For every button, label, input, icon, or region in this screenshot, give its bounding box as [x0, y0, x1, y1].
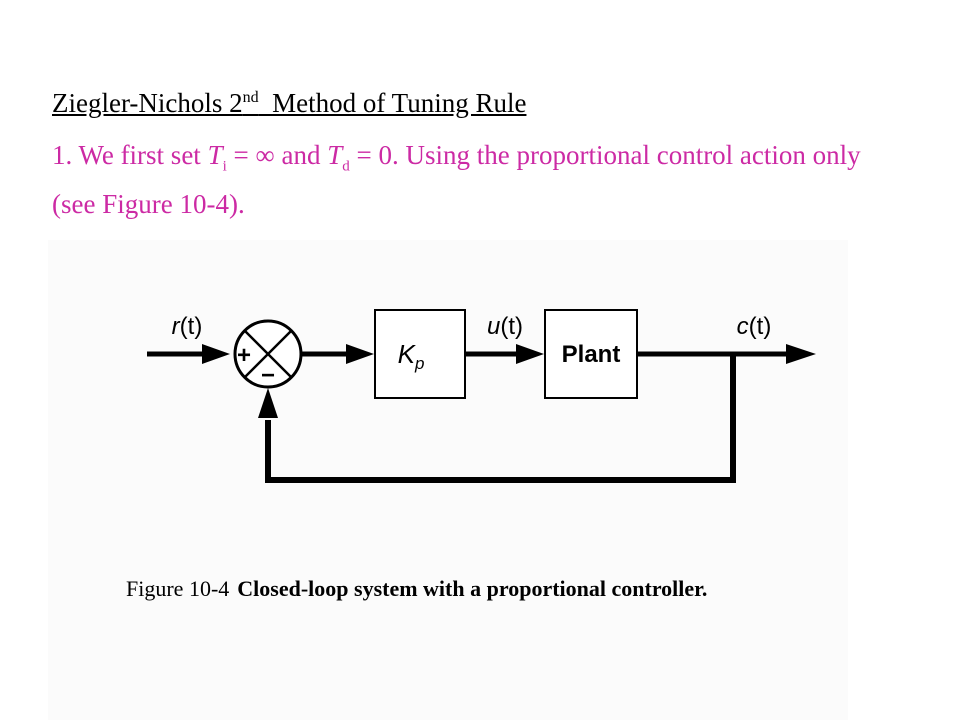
ti-subscript: i: [222, 158, 227, 175]
ti-variable: T: [207, 140, 223, 170]
figure-caption: Figure 10-4 Closed-loop system with a pro…: [126, 576, 707, 602]
input-arrowhead: [202, 344, 230, 364]
control-signal-label: u(t): [487, 313, 523, 340]
feedback-arrowhead: [258, 388, 278, 418]
page-title: Ziegler-Nichols 2nd Method of Tuning Rul…: [52, 88, 526, 119]
sum-minus-sign: −: [261, 362, 275, 389]
title-superscript: nd: [242, 89, 259, 106]
error-arrowhead: [346, 344, 374, 364]
figure-number: Figure 10-4: [126, 576, 230, 601]
td-subscript: d: [342, 158, 350, 175]
step-text-2: = ∞ and: [226, 140, 328, 170]
plant-label: Plant: [562, 341, 621, 368]
output-arrowhead: [786, 344, 816, 364]
sum-plus-sign: +: [237, 342, 251, 369]
title-part2: Method of Tuning Rule: [258, 88, 527, 118]
step-text-1: 1. We first set: [52, 140, 208, 170]
caption-text: Closed-loop system with a proportional c…: [237, 576, 708, 601]
title-part1: Ziegler-Nichols 2: [52, 88, 243, 118]
feedback-path: [265, 354, 736, 483]
controller-label: Kp: [398, 339, 425, 373]
control-arrowhead: [516, 344, 544, 364]
summing-cross-2: [244, 330, 292, 378]
step-text-3: = 0. Using the proportional control acti…: [52, 140, 861, 220]
output-signal-label: c(t): [737, 313, 772, 340]
td-variable: T: [327, 140, 343, 170]
input-signal-label: r(t): [172, 313, 203, 340]
step-1-text: 1. We first set Ti = ∞ and Td = 0. Using…: [52, 136, 892, 223]
